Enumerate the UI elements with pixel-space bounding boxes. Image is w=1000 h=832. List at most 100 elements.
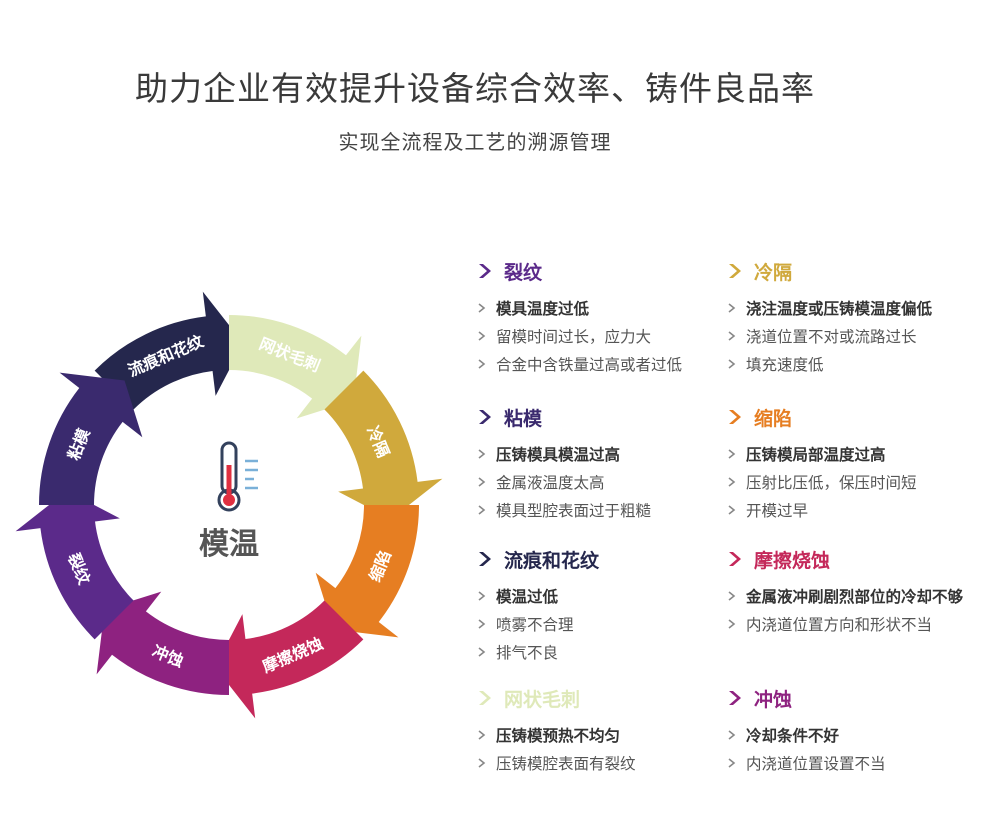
chevron-right-icon [478, 647, 486, 657]
cause-item: 金属液冲刷剧烈部位的冷却不够 [728, 582, 998, 610]
cause-item: 压铸模腔表面有裂纹 [478, 749, 748, 777]
defect-card: 网状毛刺压铸模预热不均匀压铸模腔表面有裂纹 [478, 685, 748, 777]
chevron-right-icon [728, 303, 736, 313]
cause-text: 压射比压低，保压时间短 [746, 474, 917, 492]
chevron-right-icon [729, 410, 741, 424]
cause-item: 模具温度过低 [478, 294, 748, 322]
defect-card: 冷隔浇注温度或压铸模温度偏低浇道位置不对或流路过长填充速度低 [728, 258, 998, 378]
chevron-right-icon [478, 505, 486, 515]
chevron-right-icon [479, 552, 491, 566]
defect-heading: 粘模 [478, 404, 748, 430]
chevron-right-icon [728, 331, 736, 341]
cycle-arrow [39, 372, 143, 505]
defect-title: 网状毛刺 [504, 688, 581, 711]
chevron-right-icon [729, 264, 741, 278]
defect-card: 裂纹模具温度过低留模时间过长，应力大合金中含铁量过高或者过低 [478, 258, 748, 378]
cause-text: 冷却条件不好 [746, 727, 840, 745]
cause-text: 开模过早 [746, 502, 809, 520]
cause-item: 喷雾不合理 [478, 610, 748, 638]
defect-title: 冷隔 [754, 261, 793, 284]
cause-text: 内浇道位置设置不当 [746, 755, 886, 773]
cause-text: 浇注温度或压铸模温度偏低 [746, 300, 933, 318]
chevron-right-icon [478, 303, 486, 313]
center-label: 模温 [199, 527, 259, 562]
chevron-right-icon [478, 758, 486, 768]
chevron-right-icon [479, 264, 491, 278]
chevron-right-icon [728, 359, 736, 369]
cause-item: 留模时间过长，应力大 [478, 322, 748, 350]
cause-text: 内浇道位置方向和形状不当 [746, 616, 933, 634]
cause-text: 模具型腔表面过于粗糙 [496, 502, 652, 520]
cause-text: 模温过低 [496, 588, 559, 606]
cause-list: 模具温度过低留模时间过长，应力大合金中含铁量过高或者过低 [478, 294, 748, 378]
chevron-right-icon [728, 619, 736, 629]
defect-heading: 网状毛刺 [478, 685, 748, 711]
chevron-right-icon [729, 552, 741, 566]
defect-card: 流痕和花纹模温过低喷雾不合理排气不良 [478, 546, 748, 666]
defect-heading: 摩擦烧蚀 [728, 546, 998, 572]
cause-text: 填充速度低 [746, 356, 824, 374]
chevron-right-icon [728, 730, 736, 740]
cause-text: 压铸模具模温过高 [496, 446, 621, 464]
cause-item: 压铸模具模温过高 [478, 440, 748, 468]
chevron-right-icon [728, 758, 736, 768]
cause-item: 合金中含铁量过高或者过低 [478, 350, 748, 378]
cause-text: 金属液温度太高 [496, 474, 605, 492]
defect-title: 冲蚀 [754, 688, 793, 711]
defect-title: 裂纹 [504, 261, 543, 284]
cause-text: 压铸模预热不均匀 [496, 727, 621, 745]
cause-item: 压铸模预热不均匀 [478, 721, 748, 749]
cause-list: 浇注温度或压铸模温度偏低浇道位置不对或流路过长填充速度低 [728, 294, 998, 378]
chevron-right-icon [478, 591, 486, 601]
defect-heading: 流痕和花纹 [478, 546, 748, 572]
chevron-right-icon [478, 359, 486, 369]
cause-item: 冷却条件不好 [728, 721, 998, 749]
defect-heading: 缩陷 [728, 404, 998, 430]
cause-list: 压铸模局部温度过高压射比压低，保压时间短开模过早 [728, 440, 998, 524]
chevron-right-icon [478, 449, 486, 459]
defect-card: 摩擦烧蚀金属液冲刷剧烈部位的冷却不够内浇道位置方向和形状不当 [728, 546, 998, 638]
chevron-right-icon [728, 449, 736, 459]
cycle-arrow [214, 600, 364, 719]
chevron-right-icon [728, 505, 736, 515]
cause-text: 喷雾不合理 [496, 616, 574, 634]
chevron-right-icon [479, 410, 491, 424]
cause-text: 压铸模腔表面有裂纹 [496, 755, 636, 773]
cause-item: 填充速度低 [728, 350, 998, 378]
cause-item: 压射比压低，保压时间短 [728, 468, 998, 496]
defect-cycle-diagram: 模温 流痕和花纹网状毛刺冷隔缩陷摩擦烧蚀冲蚀裂纹粘模 [15, 291, 443, 719]
chevron-right-icon [478, 477, 486, 487]
cause-item: 浇注温度或压铸模温度偏低 [728, 294, 998, 322]
defect-title: 粘模 [504, 407, 543, 430]
defect-heading: 裂纹 [478, 258, 748, 284]
defect-title: 缩陷 [754, 407, 793, 430]
chevron-right-icon [728, 477, 736, 487]
chevron-right-icon [728, 591, 736, 601]
defect-card: 冲蚀冷却条件不好内浇道位置设置不当 [728, 685, 998, 777]
cause-list: 金属液冲刷剧烈部位的冷却不够内浇道位置方向和形状不当 [728, 582, 998, 638]
cause-list: 冷却条件不好内浇道位置设置不当 [728, 721, 998, 777]
defect-title: 摩擦烧蚀 [754, 549, 831, 572]
defect-card: 粘模压铸模具模温过高金属液温度太高模具型腔表面过于粗糙 [478, 404, 748, 524]
cause-item: 排气不良 [478, 638, 748, 666]
defect-title: 流痕和花纹 [504, 549, 600, 572]
cycle-arrow [96, 591, 229, 695]
cause-list: 压铸模具模温过高金属液温度太高模具型腔表面过于粗糙 [478, 440, 748, 524]
cause-text: 模具温度过低 [496, 300, 590, 318]
defect-card: 缩陷压铸模局部温度过高压射比压低，保压时间短开模过早 [728, 404, 998, 524]
cause-text: 浇道位置不对或流路过长 [746, 328, 917, 346]
cycle-arrow [324, 370, 443, 520]
chevron-right-icon [729, 691, 741, 705]
chevron-right-icon [478, 619, 486, 629]
chevron-right-icon [479, 691, 491, 705]
cause-list: 模温过低喷雾不合理排气不良 [478, 582, 748, 666]
cause-item: 开模过早 [728, 496, 998, 524]
cause-text: 合金中含铁量过高或者过低 [496, 356, 683, 374]
cause-item: 模温过低 [478, 582, 748, 610]
thermometer-icon [217, 441, 258, 512]
cause-text: 留模时间过长，应力大 [496, 328, 652, 346]
defect-heading: 冲蚀 [728, 685, 998, 711]
cause-item: 模具型腔表面过于粗糙 [478, 496, 748, 524]
page-title: 助力企业有效提升设备综合效率、铸件良品率 [135, 69, 815, 108]
cause-item: 内浇道位置设置不当 [728, 749, 998, 777]
